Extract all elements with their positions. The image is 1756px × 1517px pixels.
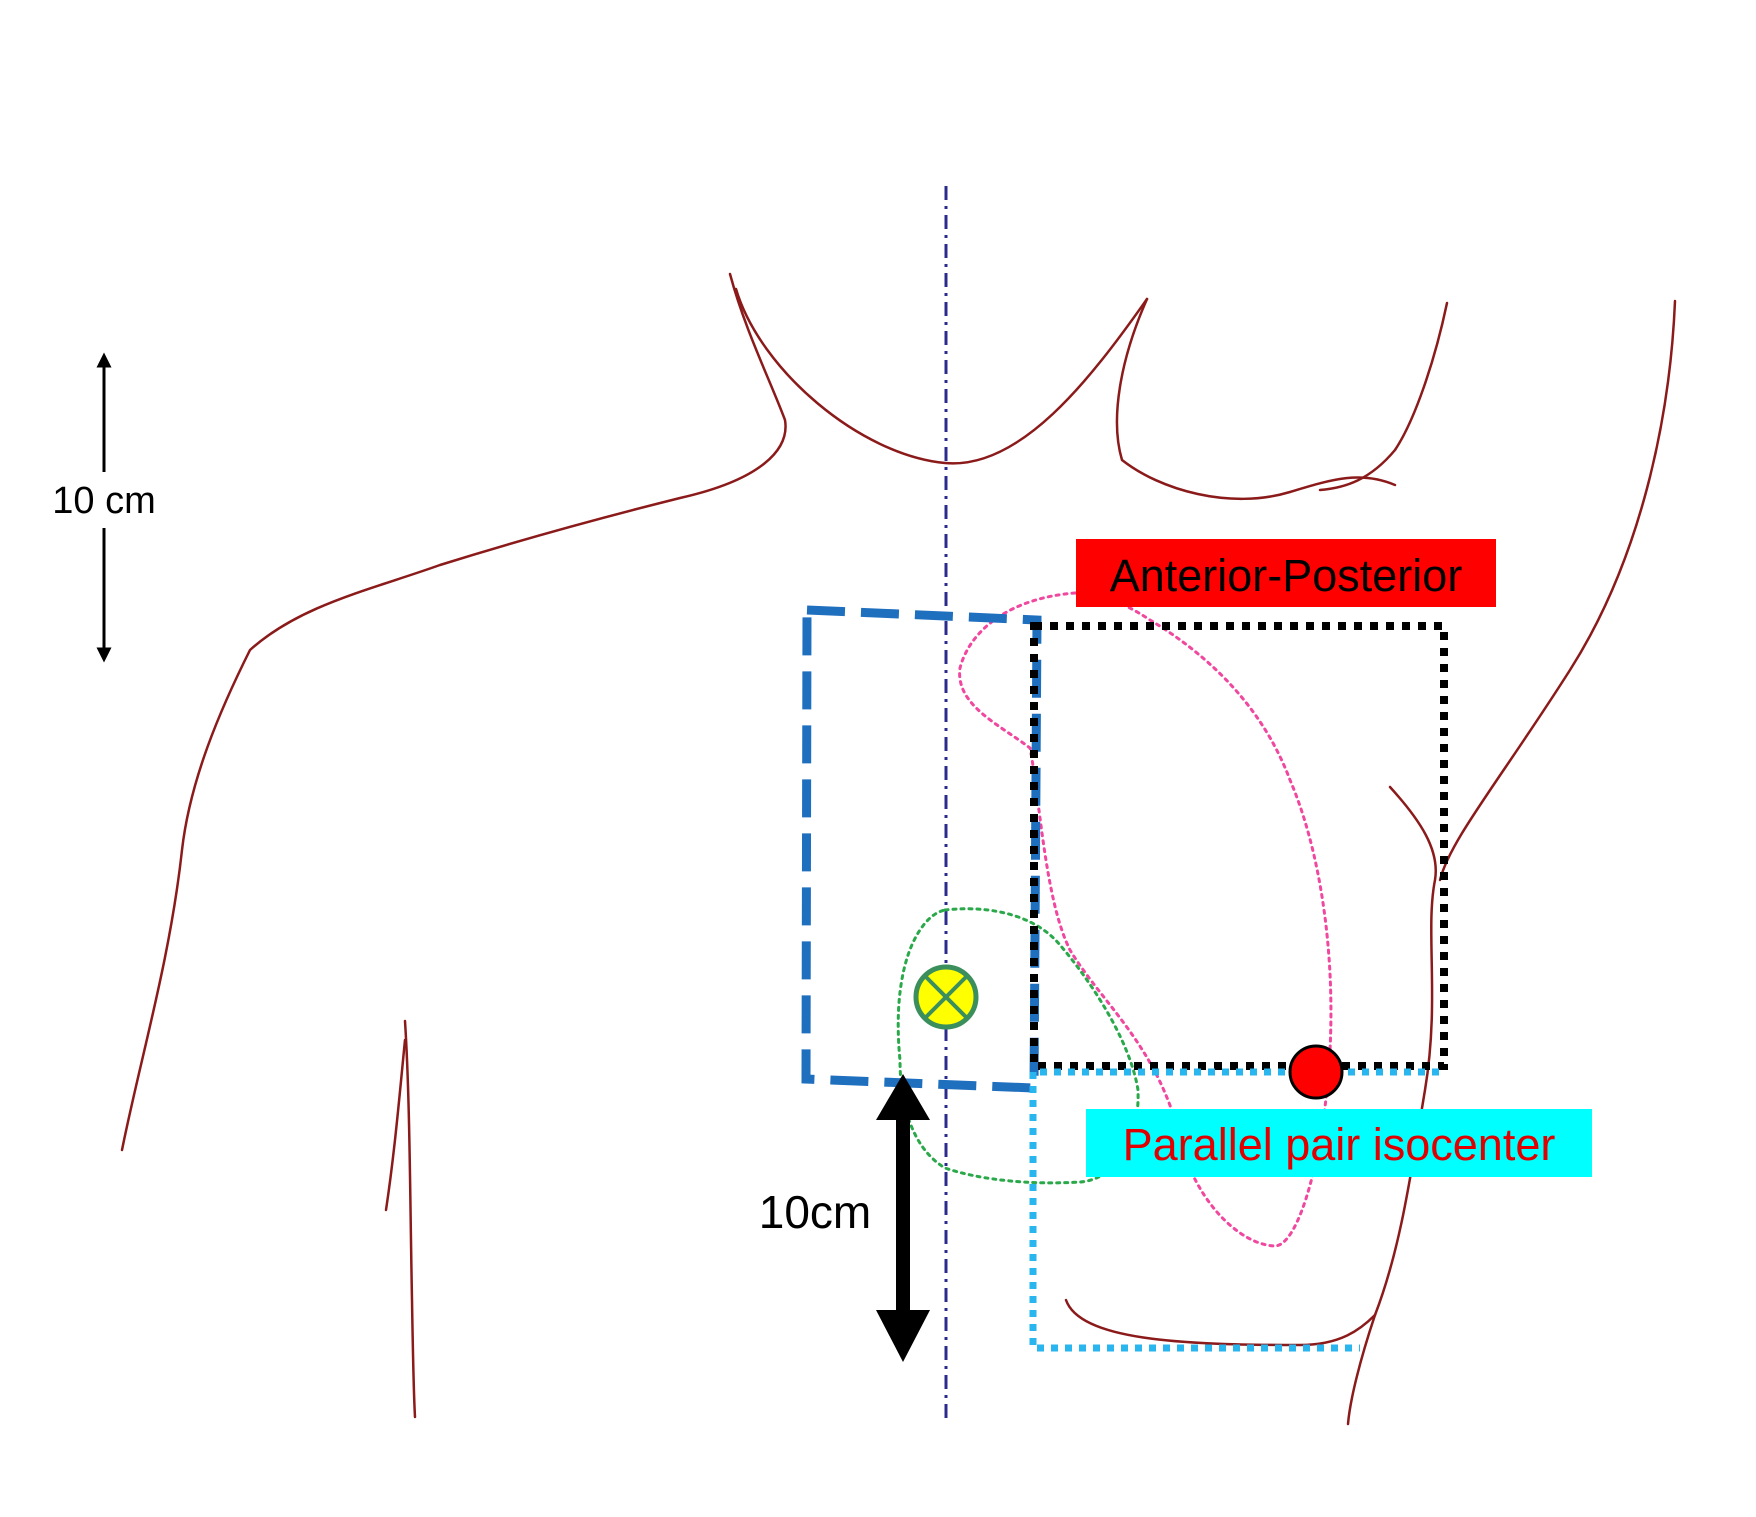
body-outline xyxy=(120,272,1677,1426)
right-arm-outer-outline xyxy=(1438,299,1677,882)
parallel-pair-isocenter-label: Parallel pair isocenter xyxy=(1123,1119,1556,1170)
right-shoulder-outline xyxy=(1318,301,1449,492)
anterior-posterior-label-bg xyxy=(1076,539,1496,607)
red-dot-icon xyxy=(1288,1044,1344,1100)
anterior-posterior-label: Anterior-Posterior xyxy=(1110,550,1463,601)
parallel-pair-isocenter-label-bg xyxy=(1086,1109,1592,1177)
blue-dashed-field xyxy=(801,605,1042,1093)
left-neck-shoulder-arm-outline xyxy=(120,272,787,1152)
lower-abdomen-outline xyxy=(1064,1298,1377,1347)
left-arm-fold-outline xyxy=(384,1038,407,1212)
bottom-scale-arrow-head-up xyxy=(876,1074,930,1120)
bottom-scale-arrow: 10cm xyxy=(759,1074,930,1362)
bottom-scale-label: 10cm xyxy=(759,1186,871,1238)
circled-x-icon xyxy=(913,964,979,1030)
left-scale-arrow: 10 cm xyxy=(52,352,156,663)
parallel-pair-isocenter-label-group: Parallel pair isocenter xyxy=(1086,1109,1592,1177)
left-scale-label: 10 cm xyxy=(52,480,155,522)
bottom-scale-arrow-head-down xyxy=(876,1310,930,1362)
cyan-dotted-field-outline xyxy=(1029,1072,1360,1352)
left-arm-inner-outline xyxy=(403,1019,417,1419)
green-target-contour xyxy=(896,907,1140,1185)
anterior-posterior-label-group: Anterior-Posterior xyxy=(1076,539,1496,607)
pink-organ-contour xyxy=(958,591,1333,1248)
right-torso-outline xyxy=(1346,785,1438,1426)
right-neck-outline xyxy=(1115,297,1397,501)
ap-field-black-dotted xyxy=(1030,622,1448,1070)
jaw-outline xyxy=(734,287,1149,465)
